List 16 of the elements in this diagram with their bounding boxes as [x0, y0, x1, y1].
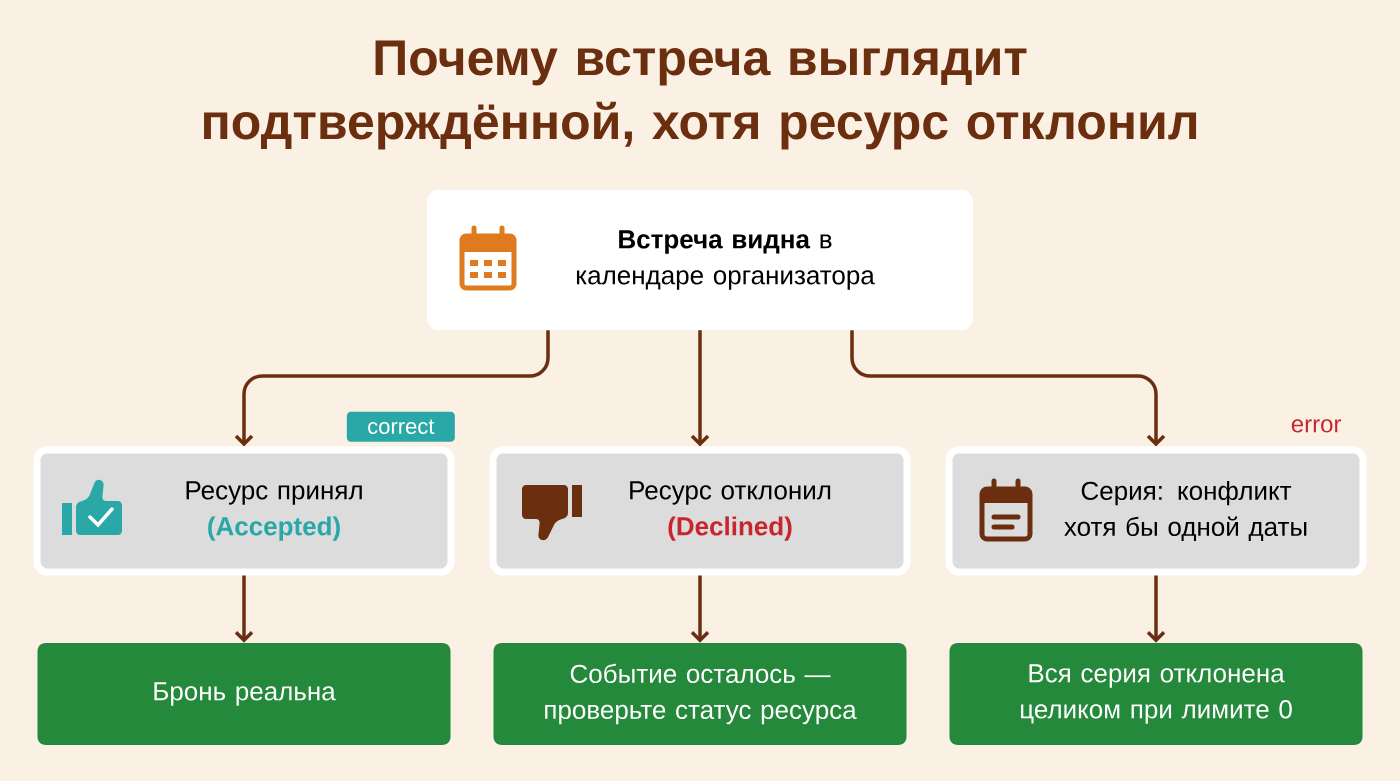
result-box: Бронь реальна: [37, 643, 451, 745]
arrow: [850, 330, 1166, 447]
status-label: error: [1291, 419, 1342, 433]
arrow: [1146, 575, 1166, 643]
process-box: Встреча видна в календаре организатора: [426, 189, 974, 331]
result-box: Событие осталось — проверьте статус ресурса: [493, 643, 907, 745]
status-box: Серия: конфликт хотя бы одной даты: [945, 446, 1367, 576]
arrow: [690, 330, 710, 447]
arrow: [234, 575, 254, 643]
status-tag: correct: [346, 411, 455, 442]
status-box: Ресурс принял (Accepted): [33, 446, 455, 576]
title: Почему встреча выглядит подтверждённой, хотя ресурс отклонил: [204, 40, 1197, 150]
arrow: [690, 575, 710, 643]
arrow: [234, 330, 550, 447]
status-box: Ресурс отклонил (Declined): [489, 446, 911, 576]
result-box: Вся серия отклонена целиком при лимите 0: [949, 643, 1363, 745]
